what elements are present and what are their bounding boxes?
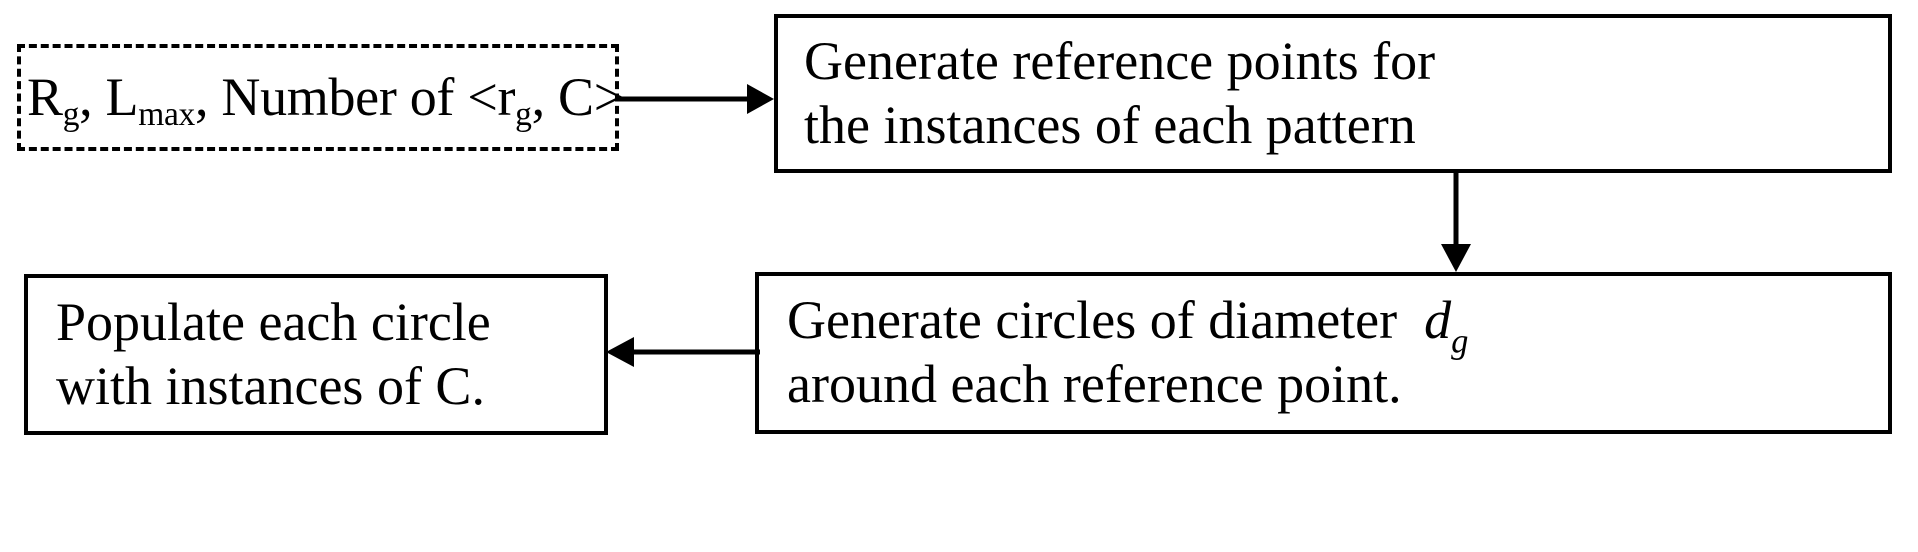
generate-circles-line2: around each reference point.	[787, 354, 1402, 414]
diameter-variable-subscript-g: g	[1451, 322, 1469, 361]
input-text-Rg: R	[27, 66, 63, 127]
input-sub-g2: g	[515, 95, 532, 133]
edge-input-to-generate-reference-points	[619, 78, 779, 120]
input-parameters-text: Rg, Lmax, Number of <rg, C>	[27, 66, 624, 133]
generate-reference-points-line1: Generate reference points for	[804, 30, 1436, 91]
input-text-number-of-rg: , Number of <r	[194, 66, 516, 127]
node-generate-reference-points[interactable]: Generate reference points for the instan…	[774, 14, 1892, 173]
input-sub-max: max	[138, 95, 195, 133]
node-input-parameters[interactable]: Rg, Lmax, Number of <rg, C>	[17, 44, 624, 151]
generate-circles-line1-text: Generate circles of diameter	[787, 290, 1398, 351]
node-generate-circles[interactable]: Generate circles of diameter dg around e…	[755, 272, 1892, 434]
generate-reference-points-line2: the instances of each pattern	[804, 94, 1416, 155]
edge-generate-reference-points-to-generate-circles	[1434, 172, 1478, 276]
diameter-variable-d: dg	[1424, 290, 1469, 361]
input-text-Lmax: , L	[79, 66, 139, 127]
generate-circles-line1: Generate circles of diameter dg	[787, 289, 1860, 361]
edge-generate-circles-to-populate-circles	[604, 331, 760, 373]
input-text-c-close: , C>	[531, 66, 625, 127]
input-sub-g1: g	[62, 95, 80, 133]
populate-circles-line1: Populate each circle	[56, 291, 491, 352]
populate-circles-line2: with instances of C.	[56, 355, 485, 416]
node-populate-circles[interactable]: Populate each circle with instances of C…	[24, 274, 608, 435]
